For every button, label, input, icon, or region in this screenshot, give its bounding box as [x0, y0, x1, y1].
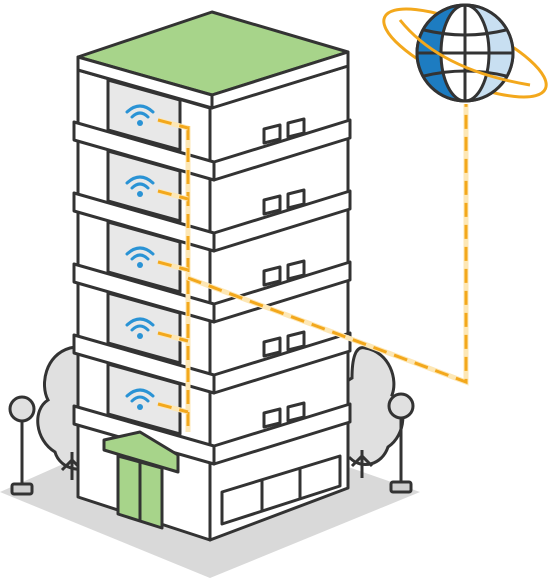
- window: [286, 401, 306, 423]
- tree-icon-right: [335, 346, 405, 478]
- street-lamp-icon-right: [387, 392, 415, 494]
- window: [262, 265, 282, 287]
- window: [286, 259, 306, 281]
- roof-edge-right: [210, 50, 350, 110]
- window: [286, 330, 306, 352]
- wifi-icon: [125, 317, 155, 339]
- wifi-icon: [125, 104, 155, 126]
- street-lamp-icon-left: [8, 395, 36, 496]
- window: [286, 188, 306, 210]
- entrance-canopy: [102, 430, 180, 474]
- window: [262, 123, 282, 145]
- network-cables: [157, 104, 469, 432]
- wifi-icon: [125, 388, 155, 410]
- wifi-icon: [125, 246, 155, 268]
- window: [286, 117, 306, 139]
- wifi-icon: [125, 175, 155, 197]
- window: [262, 336, 282, 358]
- globe-icon[interactable]: [373, 0, 550, 114]
- window: [262, 407, 282, 429]
- building-icon: [72, 10, 352, 542]
- window: [262, 194, 282, 216]
